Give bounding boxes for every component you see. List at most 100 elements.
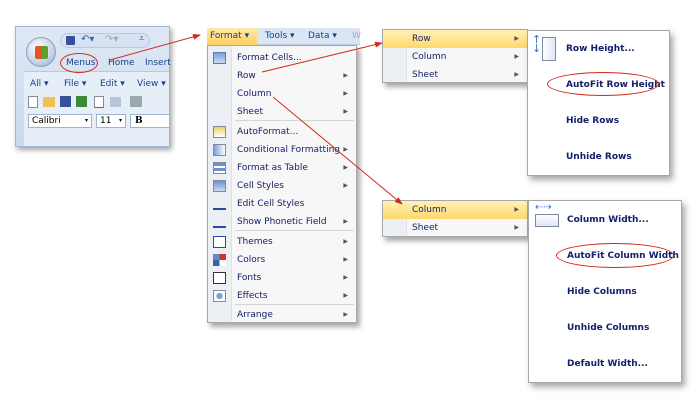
bold-button[interactable]: B xyxy=(130,114,170,128)
row-options-panel: ↑↓ Row Height... AutoFit Row Height Hide… xyxy=(527,30,670,176)
font-name-select[interactable]: Calibri▾ xyxy=(28,114,92,128)
format-cells-icon xyxy=(213,52,226,64)
row-submenu: Row▶ Column▶ Sheet▶ xyxy=(382,29,528,83)
annotation-circle-autofit-row xyxy=(547,72,659,96)
menu-item-format-as-table[interactable]: Format as Table ▶ xyxy=(208,159,356,177)
menu-item-label: Effects xyxy=(237,291,268,301)
submenu-item-sheet[interactable]: Sheet▶ xyxy=(412,223,519,233)
open-icon[interactable] xyxy=(43,97,55,107)
menu-item-colors[interactable]: Colors ▶ xyxy=(208,251,356,269)
menu-item-conditional-formatting[interactable]: Conditional Formatting▶ xyxy=(208,141,356,159)
menu-item-label: Column xyxy=(237,89,272,99)
menu-separator xyxy=(235,304,354,305)
menu-view[interactable]: View ▾ xyxy=(137,79,166,89)
menu-item-label: Format Cells... xyxy=(237,53,302,63)
column-width-item[interactable]: Column Width... xyxy=(567,215,649,225)
redo-icon[interactable]: ↷▾ xyxy=(105,34,119,45)
ribbon-body: All ▾ File ▾ Edit ▾ View ▾ Calibri▾ 11▾ … xyxy=(24,71,170,146)
menu-item-column[interactable]: Column ▶ xyxy=(208,85,356,103)
hide-rows-item[interactable]: Hide Rows xyxy=(566,116,620,126)
menu-item-format-cells[interactable]: Format Cells... xyxy=(208,49,356,67)
column-width-arrows-icon: ⇠⇢ xyxy=(535,202,552,213)
annotation-circle-autofit-column xyxy=(556,243,674,268)
column-options-panel: ⇠⇢ Column Width... AutoFit Column Width … xyxy=(528,200,682,383)
submenu-item-row[interactable]: Row▶ xyxy=(383,30,527,48)
new-icon[interactable] xyxy=(28,96,38,108)
fonts-icon xyxy=(213,272,226,284)
menu-item-sheet[interactable]: Sheet ▶ xyxy=(208,103,356,121)
menu-item-label: Sheet xyxy=(237,107,264,117)
menu-item-label: Conditional Formatting xyxy=(237,145,340,155)
tab-data[interactable]: Data ▾ xyxy=(308,31,337,41)
save-icon[interactable] xyxy=(60,96,71,107)
annotation-circle-menus xyxy=(60,53,98,73)
save-icon[interactable] xyxy=(66,36,75,45)
row-box-icon xyxy=(542,37,556,61)
menu-item-autoformat[interactable]: AutoFormat... xyxy=(208,123,356,141)
conditional-formatting-icon xyxy=(213,144,226,156)
undo-icon[interactable]: ↶▾ xyxy=(81,34,95,45)
print-icon[interactable] xyxy=(130,96,142,107)
effects-icon xyxy=(213,290,226,302)
format-table-icon xyxy=(213,162,226,174)
submenu-arrow-icon: ▶ xyxy=(343,146,348,153)
menu-file[interactable]: File ▾ xyxy=(64,79,87,89)
submenu-arrow-icon: ▶ xyxy=(343,292,348,299)
submenu-arrow-icon: ▶ xyxy=(343,274,348,281)
submenu-arrow-icon: ▶ xyxy=(343,108,348,115)
office-logo-icon xyxy=(35,46,48,59)
default-width-item[interactable]: Default Width... xyxy=(567,359,648,369)
phonetic-icon xyxy=(213,216,226,228)
menu-all[interactable]: All ▾ xyxy=(30,79,49,89)
submenu-item-column[interactable]: Column▶ xyxy=(412,52,519,62)
submenu-arrow-icon: ▶ xyxy=(343,90,348,97)
menu-item-label: Format as Table xyxy=(237,163,308,173)
menu-item-row[interactable]: Row▶ xyxy=(208,67,356,85)
submenu-item-column[interactable]: Column▶ xyxy=(383,201,527,219)
submenu-arrow-icon: ▶ xyxy=(343,182,348,189)
hide-columns-item[interactable]: Hide Columns xyxy=(567,287,637,297)
submenu-arrow-icon: ▶ xyxy=(343,311,348,318)
row-height-item[interactable]: Row Height... xyxy=(566,44,635,54)
tab-home[interactable]: Home xyxy=(108,58,135,68)
unhide-rows-item[interactable]: Unhide Rows xyxy=(566,152,632,162)
print-preview-icon[interactable] xyxy=(94,96,104,108)
column-submenu: Column▶ Sheet▶ xyxy=(382,200,528,237)
menu-item-fonts[interactable]: Fonts ▶ xyxy=(208,269,356,287)
menu-item-label: AutoFormat... xyxy=(237,127,299,137)
menu-item-edit-cell-styles[interactable]: Edit Cell Styles xyxy=(208,195,356,213)
font-size-select[interactable]: 11▾ xyxy=(96,114,126,128)
submenu-item-sheet[interactable]: Sheet▶ xyxy=(412,70,519,80)
menu-item-themes[interactable]: Themes▶ xyxy=(208,233,356,251)
excel-icon[interactable] xyxy=(76,96,87,107)
unhide-columns-item[interactable]: Unhide Columns xyxy=(567,323,650,333)
tab-tools[interactable]: Tools ▾ xyxy=(265,31,295,41)
tab-window[interactable]: W xyxy=(352,31,361,41)
menu-item-label: Edit Cell Styles xyxy=(237,199,305,209)
customize-qat-icon[interactable]: ⩡ xyxy=(139,34,145,44)
menu-item-label: Show Phonetic Field xyxy=(237,217,327,227)
menu-item-arrange[interactable]: Arrange ▶ xyxy=(208,306,356,324)
menu-item-label: Row xyxy=(237,71,256,81)
themes-icon xyxy=(213,236,226,248)
menu-item-effects[interactable]: Effects ▶ xyxy=(208,287,356,305)
autoformat-icon xyxy=(213,126,226,138)
attach-icon[interactable] xyxy=(110,97,121,107)
row-height-icon: ↑↓ xyxy=(532,33,542,55)
tab-format[interactable]: Format ▾ xyxy=(207,28,257,45)
submenu-arrow-icon: ▶ xyxy=(343,238,348,245)
office-button[interactable] xyxy=(26,37,56,67)
menu-item-show-phonetic-field[interactable]: Show Phonetic Field▶ xyxy=(208,213,356,231)
submenu-arrow-icon: ▶ xyxy=(343,164,348,171)
submenu-arrow-icon: ▶ xyxy=(343,256,348,263)
tab-insert[interactable]: Insert xyxy=(145,58,171,68)
menu-item-label: Colors xyxy=(237,255,266,265)
menu-edit[interactable]: Edit ▾ xyxy=(100,79,125,89)
menu-item-label: Fonts xyxy=(237,273,262,283)
cell-styles-icon xyxy=(213,180,226,192)
format-menu: Format Cells...Row▶Column▶Sheet▶AutoForm… xyxy=(207,45,357,323)
menu-separator xyxy=(235,230,354,231)
menu-item-cell-styles[interactable]: Cell Styles▶ xyxy=(208,177,356,195)
ribbon-panel: ↶▾ ↷▾ ⩡ Menus Home Insert All ▾ File ▾ E… xyxy=(15,26,171,147)
menu-item-label: Arrange xyxy=(237,310,273,320)
